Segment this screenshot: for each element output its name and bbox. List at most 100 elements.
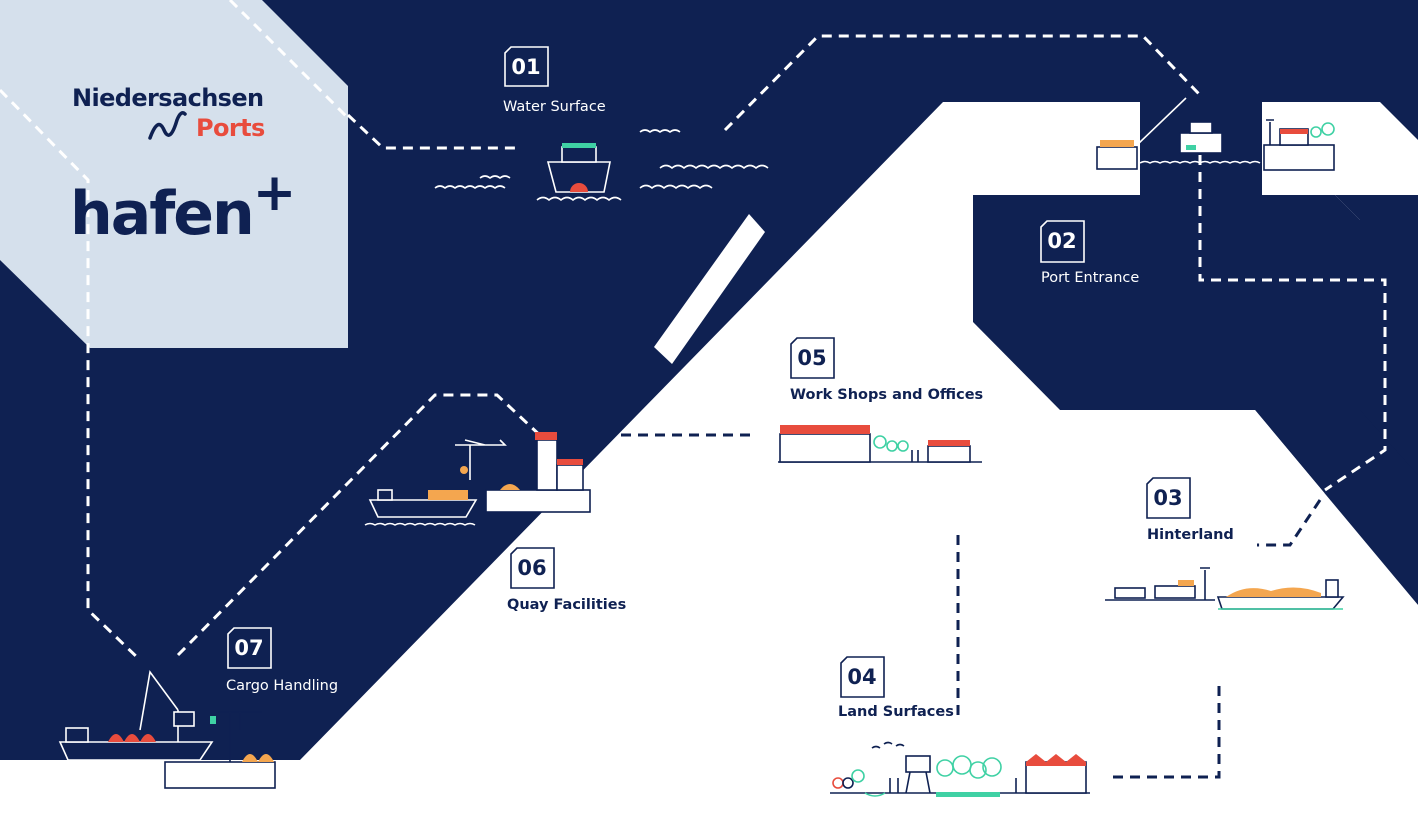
quay-crane (455, 439, 507, 480)
office-tree-b (886, 440, 898, 452)
route-03-bottom (1106, 686, 1221, 779)
stage-04-label: Land Surfaces (838, 704, 954, 720)
route-03-link (1257, 499, 1322, 547)
stage-01-badge: 01 (506, 47, 546, 87)
factory-roof (1026, 754, 1086, 766)
ship-bridge (561, 146, 597, 163)
right-pier-base (1263, 144, 1335, 171)
gate-line (1136, 97, 1187, 146)
office-people (911, 450, 919, 462)
stage-05-number: 05 (797, 346, 827, 370)
bush-a (832, 777, 844, 789)
badge-outline-05 (790, 337, 835, 379)
harbour-water (1139, 160, 1261, 164)
signal-mast (1200, 567, 1210, 600)
route-dashes (176, 34, 1387, 779)
stage-02-badge: 02 (1042, 221, 1082, 261)
stage-02-label: Port Entrance (1041, 270, 1140, 286)
tree-c (969, 761, 987, 779)
office-tree-c (897, 440, 909, 452)
stage-06-number: 06 (517, 556, 547, 580)
waves-a (434, 185, 506, 190)
stage-05-badge: 05 (792, 338, 832, 378)
quay-shed (556, 464, 584, 491)
route-02 (1198, 155, 1387, 492)
cargo-ship-bridge (377, 489, 393, 501)
brand-line-niedersachsen: Niedersachsen (72, 84, 264, 112)
bush-b (842, 777, 854, 789)
stage-03-number: 03 (1153, 486, 1183, 510)
water-surface-illustration (434, 129, 769, 202)
wetland (936, 792, 1000, 797)
stage-07-number: 07 (234, 636, 264, 660)
badge-outline-07 (227, 627, 272, 669)
barge-hull (1216, 596, 1345, 610)
left-pier-cargo (1100, 140, 1134, 147)
quay-tower (536, 439, 558, 491)
tree-d (982, 757, 1002, 777)
bulk-ship-bridge (65, 727, 89, 743)
route-01-right (723, 34, 1202, 132)
cargo-ship-load (428, 490, 468, 500)
pond (864, 792, 886, 797)
birds (871, 741, 905, 749)
waves-f (536, 196, 622, 202)
badge-outlines (227, 46, 1191, 698)
brand-panel (0, 0, 348, 348)
tree-b (952, 755, 972, 775)
right-diagonal (1340, 102, 1418, 195)
right-pier-tree-b (1321, 122, 1335, 136)
train (1154, 585, 1196, 599)
hafen-logo-text: hafen (70, 179, 255, 249)
truck (1114, 587, 1146, 599)
harbour-crane-cab (173, 711, 195, 727)
left-pier (1096, 146, 1138, 170)
bush-c (851, 769, 865, 783)
stage-02-number: 02 (1047, 229, 1077, 253)
brand-wave-icon (148, 111, 187, 140)
route-06 (176, 393, 547, 657)
quay-platform (485, 489, 591, 513)
bulk-ship-hull (58, 741, 214, 761)
tree-a (936, 759, 954, 777)
badge-outline-04 (840, 656, 885, 698)
stage-05-label: Work Shops and Offices (790, 387, 984, 403)
hafen-plus-mark: + (252, 163, 297, 223)
terminal-cargo (242, 754, 274, 762)
stage-03-badge: 03 (1148, 478, 1188, 518)
right-pier-roof (1280, 129, 1308, 134)
badge-outline-01 (504, 46, 549, 87)
stage-06-label: Quay Facilities (507, 597, 627, 613)
office-tree-a (873, 435, 887, 449)
harbour-ship-cabin (1189, 121, 1213, 134)
brand-line-ports: Ports (148, 114, 265, 142)
route-01-left (346, 113, 520, 150)
quay-illustration (364, 432, 591, 526)
barge-cabin (1325, 579, 1339, 598)
stage-01-number: 01 (511, 55, 541, 79)
stage-03-label: Hinterland (1147, 527, 1234, 543)
stage-04-badge: 04 (842, 657, 882, 697)
brand-ports-text: Ports (196, 114, 265, 142)
harbour-ship-accent (1186, 145, 1196, 150)
stage-07-label: Cargo Handling (226, 678, 339, 694)
harbour-crane-light (210, 716, 216, 724)
quay-water (364, 522, 476, 526)
stage-06-badge: 06 (512, 548, 552, 588)
terminal-quay (164, 761, 276, 789)
waves-c (639, 129, 681, 134)
badge-outline-02 (1040, 220, 1085, 263)
stage-07-badge: 07 (229, 628, 269, 668)
train-cargo (1178, 580, 1194, 586)
workshops-illustration (778, 425, 982, 463)
factory (1025, 761, 1087, 794)
watchtower (905, 755, 931, 773)
gantry-crane (218, 711, 262, 762)
bulk-ship-cargo (108, 734, 156, 742)
cargo-ship-hull (368, 499, 478, 518)
ship-deck-accent (562, 143, 596, 148)
land-surfaces-illustration (830, 741, 1090, 797)
watchtower-legs (905, 771, 931, 794)
workshop-roof (780, 425, 870, 434)
